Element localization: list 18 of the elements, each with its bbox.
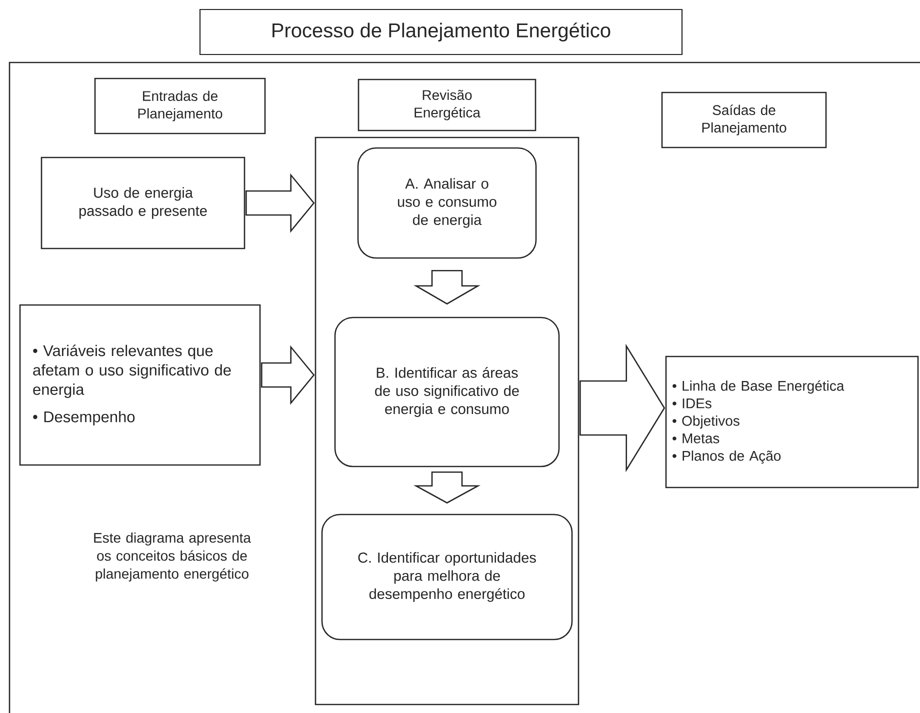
heading-box: Entradas de Planejamento <box>94 78 266 134</box>
review-panel <box>314 136 580 706</box>
title-box: Processo de Planejamento Energético <box>199 8 683 56</box>
input-box: Uso de energia passado e presente <box>40 156 246 250</box>
heading-box: Revisão Energética <box>358 78 536 132</box>
block-arrow <box>246 173 315 233</box>
step-box: A. Analisar o uso e consumo de energia <box>357 147 537 259</box>
input-box: • Variáveis relevantes que afetam o uso significativo de energia • Desempenho <box>19 304 261 466</box>
frame <box>8 62 920 713</box>
block-arrow <box>580 344 666 472</box>
step-box: C. Identificar oportunidades para melhora de desempenho energético <box>321 514 573 640</box>
block-arrow <box>414 270 480 305</box>
output-box: • Linha de Base Energética • IDEs • Objetivos • Metas • Planos de Ação <box>665 356 919 488</box>
note-text: Este diagrama apresenta os conceitos básicos de planejamento energético <box>94 532 251 582</box>
block-arrow <box>261 345 315 405</box>
heading-box: Saídas de Planejamento <box>661 92 827 148</box>
step-box: B. Identificar as áreas de uso significativo de energia e consumo <box>334 316 560 468</box>
block-arrow <box>413 472 481 504</box>
